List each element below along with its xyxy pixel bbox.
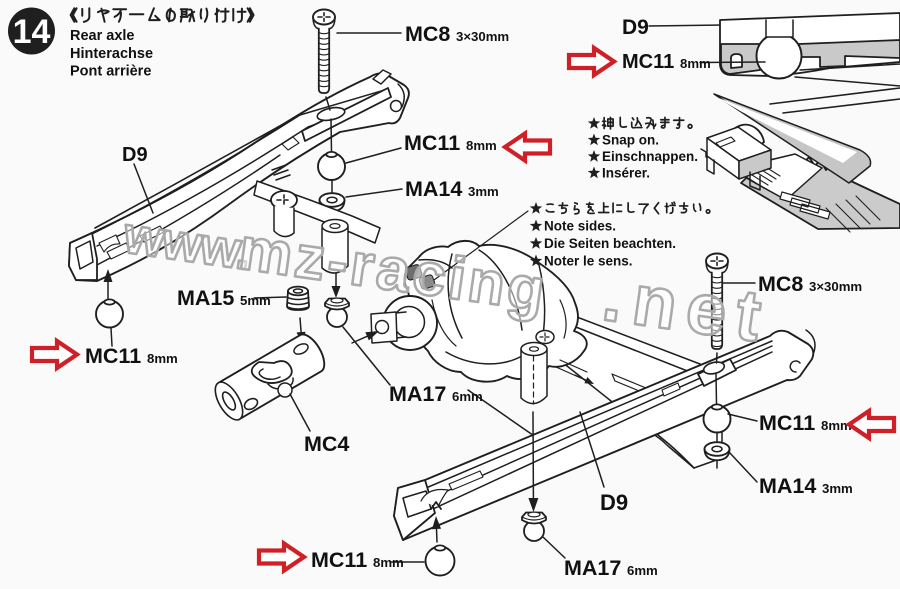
svg-text:MA15: MA15 <box>177 286 234 310</box>
svg-text:Die Seiten beachten.: Die Seiten beachten. <box>544 236 676 251</box>
svg-text:MC11: MC11 <box>85 344 141 368</box>
svg-text:Snap on.: Snap on. <box>602 133 659 148</box>
svg-text:3mm: 3mm <box>468 184 499 199</box>
svg-text:MA14: MA14 <box>759 474 816 498</box>
svg-text:8mm: 8mm <box>680 56 711 71</box>
svg-text:MC8: MC8 <box>405 22 450 46</box>
svg-text:8mm: 8mm <box>466 138 497 153</box>
svg-text:D9: D9 <box>622 16 649 39</box>
svg-text:D9: D9 <box>122 144 148 166</box>
svg-text:Noter le sens.: Noter le sens. <box>544 254 633 269</box>
svg-text:Insérer.: Insérer. <box>602 166 650 181</box>
svg-text:Note sides.: Note sides. <box>544 219 616 234</box>
svg-text:3×30mm: 3×30mm <box>456 29 509 44</box>
svg-text:Pont arrière: Pont arrière <box>70 64 151 80</box>
svg-text:Hinterachse: Hinterachse <box>70 46 153 62</box>
svg-text:MC4: MC4 <box>304 432 349 456</box>
svg-text:6mm: 6mm <box>452 389 483 404</box>
svg-text:MA17: MA17 <box>389 382 446 406</box>
svg-text:3×30mm: 3×30mm <box>809 279 862 294</box>
svg-text:MA14: MA14 <box>405 177 462 201</box>
svg-text:Einschnappen.: Einschnappen. <box>602 149 698 164</box>
svg-text:MC11: MC11 <box>622 51 674 73</box>
svg-text:MA17: MA17 <box>564 556 621 580</box>
svg-text:MC11: MC11 <box>404 131 460 155</box>
svg-text:6mm: 6mm <box>627 563 658 578</box>
svg-text:5mm: 5mm <box>240 293 271 308</box>
svg-text:8mm: 8mm <box>147 351 178 366</box>
svg-text:D9: D9 <box>600 490 628 515</box>
svg-text:3mm: 3mm <box>822 481 853 496</box>
svg-text:8mm: 8mm <box>373 555 404 570</box>
svg-text:14: 14 <box>13 13 51 51</box>
svg-text:Rear axle: Rear axle <box>70 28 135 44</box>
svg-text:MC11: MC11 <box>311 548 367 572</box>
svg-text:8mm: 8mm <box>821 418 852 433</box>
svg-text:MC11: MC11 <box>759 411 815 435</box>
svg-text:MC8: MC8 <box>758 272 803 296</box>
